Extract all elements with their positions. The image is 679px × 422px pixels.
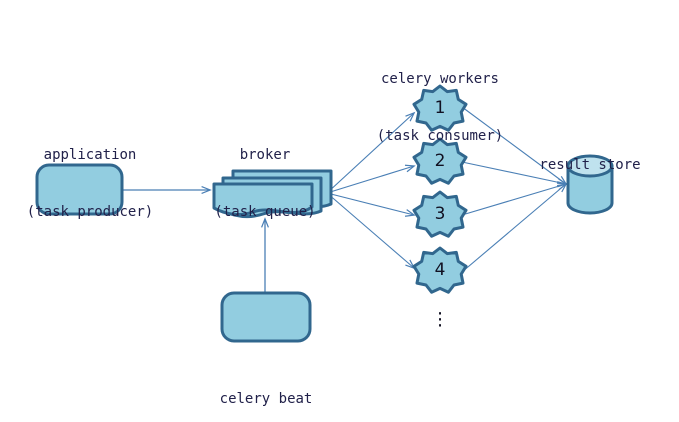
edge-worker-4-to-result-store	[461, 182, 568, 273]
label-broker-line1: broker	[239, 147, 291, 163]
edge-broker-to-worker-2	[326, 164, 416, 194]
worker-seal-shape	[412, 137, 468, 185]
label-celery-beat: celery beat (task scheduler)	[176, 352, 356, 422]
ellipsis-dot: ·	[436, 303, 444, 325]
worker-4-number: 4	[434, 260, 446, 280]
label-celery-workers: celery workers (task consumer)	[350, 32, 530, 184]
label-result-store-line1: result store	[539, 157, 641, 173]
ellipsis-dot: ·	[436, 309, 444, 331]
node-worker-4[interactable]	[412, 246, 468, 294]
node-celery-beat[interactable]	[220, 291, 312, 343]
worker-seal-shape	[412, 246, 468, 294]
label-broker: broker (task queue)	[180, 108, 350, 260]
label-celery-workers-line1: celery workers	[380, 71, 499, 87]
worker-seal-shape	[412, 84, 468, 132]
node-application[interactable]	[35, 163, 124, 216]
edge-worker-3-to-result-store	[461, 182, 568, 216]
label-broker-line2: (task queue)	[214, 204, 316, 220]
cylinder-top	[566, 154, 614, 178]
worker-seal-shape	[412, 190, 468, 238]
label-application-line2: (task producer)	[26, 204, 154, 220]
node-worker-3[interactable]	[412, 190, 468, 238]
edge-broker-to-worker-3	[326, 192, 416, 217]
worker-1-number: 1	[434, 98, 446, 118]
worker-3-number: 3	[434, 204, 446, 224]
edge-broker-to-worker-1	[326, 111, 416, 194]
label-celery-workers-line2: (task consumer)	[376, 128, 504, 144]
edge-worker-1-to-result-store	[461, 106, 568, 186]
node-broker[interactable]	[212, 169, 333, 219]
node-worker-2[interactable]	[412, 137, 468, 185]
label-application: application (task producer)	[0, 108, 180, 260]
label-application-line1: application	[43, 147, 137, 163]
edge-worker-2-to-result-store	[461, 161, 568, 187]
ellipsis-dot: ·	[436, 315, 444, 337]
label-result-store: result store	[522, 118, 658, 213]
worker-2-number: 2	[434, 151, 446, 171]
node-worker-1[interactable]	[412, 84, 468, 132]
cylinder-body	[566, 164, 614, 215]
more-workers-ellipsis-icon: · · ·	[435, 303, 445, 337]
label-celery-beat-line1: celery beat	[219, 391, 313, 407]
broker-sheet-front	[212, 182, 314, 217]
node-result-store[interactable]	[566, 154, 614, 215]
edge-broker-to-worker-4	[326, 192, 416, 270]
edges-layer	[122, 106, 568, 292]
